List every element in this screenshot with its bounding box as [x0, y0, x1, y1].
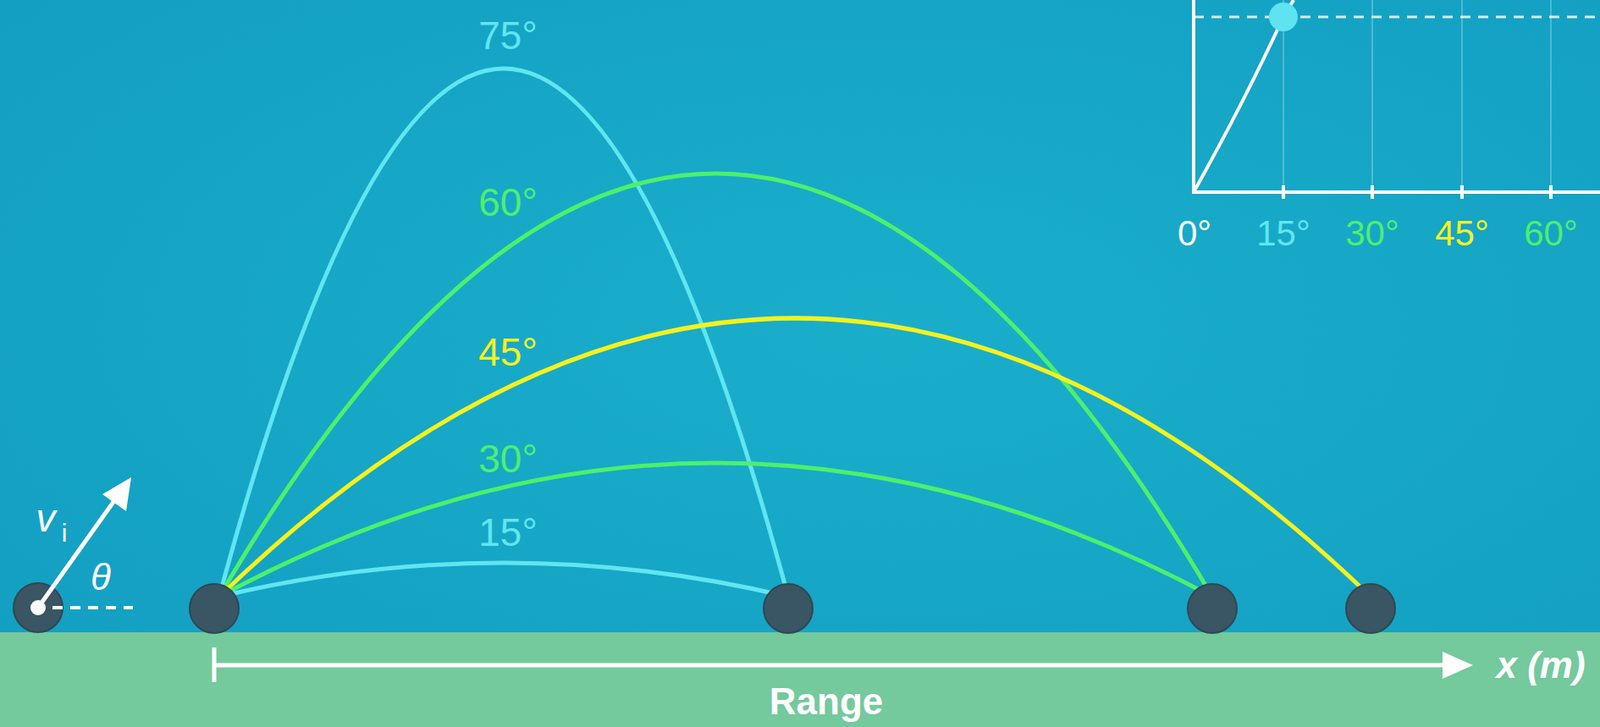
- angle-label: 15°: [478, 513, 538, 552]
- velocity-symbol: v: [36, 498, 56, 538]
- angle-label: 45°: [478, 332, 538, 372]
- tick-label: 30°: [1345, 215, 1400, 252]
- tick-label: 60°: [1523, 215, 1578, 252]
- angle-label: 60°: [478, 182, 538, 222]
- angle-label: 30°: [478, 439, 538, 479]
- angle-symbol: θ: [90, 558, 111, 596]
- angle-label: 75°: [478, 16, 538, 56]
- velocity-vector: [30, 477, 133, 616]
- inset-graph: [1191, 0, 1600, 199]
- tick-label: 15°: [1256, 215, 1311, 252]
- trajectories: [219, 68, 1371, 597]
- velocity-subscript: i: [61, 520, 68, 547]
- range-arrow: [214, 647, 1474, 683]
- tick-label: 45°: [1434, 215, 1490, 252]
- axis-label: x (m): [1495, 646, 1585, 685]
- tick-label: 0°: [1177, 215, 1212, 252]
- axis-label: Range: [769, 683, 883, 721]
- ground: [0, 632, 1600, 727]
- balls: [13, 583, 1396, 634]
